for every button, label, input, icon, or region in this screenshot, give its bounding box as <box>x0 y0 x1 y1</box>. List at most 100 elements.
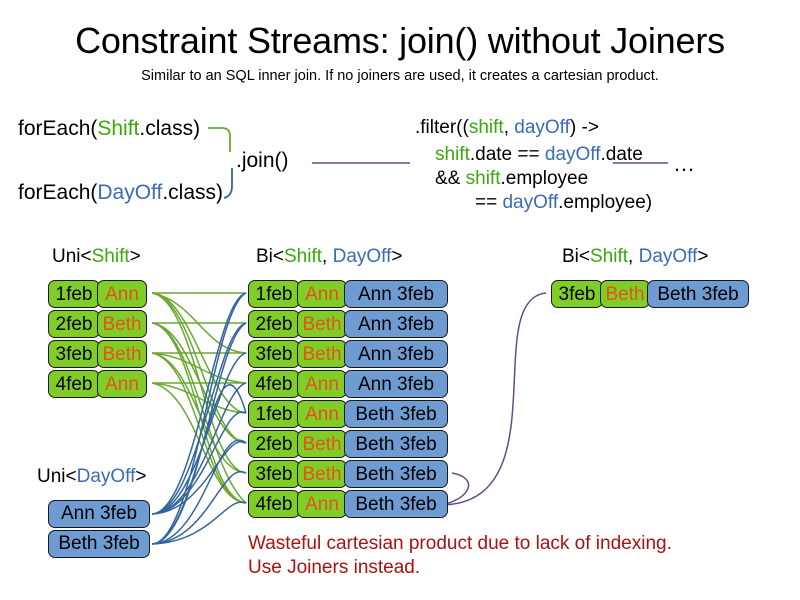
cartesian-employee-cell: Beth <box>297 340 347 368</box>
shift-employee-cell: Ann <box>97 370 147 398</box>
cartesian-date-cell: 2feb <box>248 310 300 338</box>
dayoff-row[interactable]: Beth 3feb <box>48 530 150 558</box>
shift-date-cell: 2feb <box>48 310 100 338</box>
uni-shift-type: Shift <box>91 246 130 267</box>
uni-dayoff-type: DayOff <box>76 466 136 487</box>
label-uni-shift: Uni<Shift> <box>52 246 141 268</box>
cartesian-employee-cell: Ann <box>297 490 347 518</box>
uni-shift-suffix: > <box>129 246 141 267</box>
code-foreach-dayoff: forEach(DayOff.class) <box>18 181 223 205</box>
result-date-cell: 3feb <box>551 280 603 308</box>
label-bi-right: Bi<Shift, DayOff> <box>562 246 708 268</box>
page-title: Constraint Streams: join() without Joine… <box>75 20 725 61</box>
cartesian-dayoff-cell: Ann 3feb <box>344 280 448 308</box>
bi-right-sep: , <box>628 246 639 267</box>
uni-dayoff-suffix: > <box>135 466 147 487</box>
code-filter-line4: == dayOff.employee) <box>475 192 652 214</box>
shift-employee-cell: Beth <box>97 310 147 338</box>
warning-line-1: Wasteful cartesian product due to lack o… <box>248 533 672 554</box>
cartesian-date-cell: 4feb <box>248 490 300 518</box>
filter-l2-end: .date <box>600 144 643 165</box>
bi-right-suffix: > <box>697 246 709 267</box>
cartesian-employee-cell: Beth <box>297 460 347 488</box>
foreach-shift-prefix: forEach( <box>18 117 98 140</box>
shift-employee-cell: Beth <box>97 340 147 368</box>
code-foreach-shift: forEach(Shift.class) <box>18 117 200 141</box>
bi-right-type2: DayOff <box>638 246 698 267</box>
cartesian-date-cell: 4feb <box>248 370 300 398</box>
cartesian-dayoff-cell: Ann 3feb <box>344 370 448 398</box>
filter-l3-and: && <box>435 168 466 189</box>
cartesian-date-cell: 2feb <box>248 430 300 458</box>
label-bi-middle: Bi<Shift, DayOff> <box>256 246 402 268</box>
result-dayoff-cell: Beth 3feb <box>647 280 749 308</box>
bi-mid-sep: , <box>322 246 333 267</box>
foreach-shift-suffix: .class) <box>139 117 201 140</box>
cartesian-date-cell: 1feb <box>248 400 300 428</box>
filter-l2-shift: shift <box>435 144 470 165</box>
cartesian-dayoff-cell: Beth 3feb <box>344 460 448 488</box>
bi-mid-suffix: > <box>391 246 403 267</box>
filter-l3-shift: shift <box>465 168 501 189</box>
shift-employee-cell: Ann <box>97 280 147 308</box>
bi-mid-type2: DayOff <box>332 246 392 267</box>
shift-date-cell: 4feb <box>48 370 100 398</box>
uni-dayoff-prefix: Uni< <box>37 466 77 487</box>
cartesian-employee-cell: Beth <box>297 310 347 338</box>
cartesian-employee-cell: Beth <box>297 430 347 458</box>
foreach-shift-type: Shift <box>97 117 140 140</box>
filter-l2-mid: .date == <box>469 144 545 165</box>
cartesian-employee-cell: Ann <box>297 280 347 308</box>
bi-right-prefix: Bi< <box>562 246 590 267</box>
foreach-dayoff-prefix: forEach( <box>18 181 98 204</box>
page-subtitle: Similar to an SQL inner join. If no join… <box>141 68 659 84</box>
code-filter-line1: .filter((shift, dayOff) -> <box>415 117 599 139</box>
cartesian-date-cell: 1feb <box>248 280 300 308</box>
cartesian-dayoff-cell: Beth 3feb <box>344 400 448 428</box>
dayoff-row[interactable]: Ann 3feb <box>48 500 150 528</box>
code-filter-line2: shift.date == dayOff.date <box>435 144 643 166</box>
bi-right-type1: Shift <box>590 246 629 267</box>
filter-l3-end: .employee <box>500 168 589 189</box>
cartesian-dayoff-cell: Ann 3feb <box>344 340 448 368</box>
filter-l2-dayoff: dayOff <box>544 144 601 165</box>
cartesian-employee-cell: Ann <box>297 400 347 428</box>
bi-mid-prefix: Bi< <box>256 246 284 267</box>
cartesian-employee-cell: Ann <box>297 370 347 398</box>
result-employee-cell: Beth <box>600 280 650 308</box>
code-ellipsis: … <box>673 151 695 176</box>
label-uni-dayoff: Uni<DayOff> <box>37 466 147 488</box>
cartesian-dayoff-cell: Ann 3feb <box>344 310 448 338</box>
filter-open: .filter(( <box>415 117 469 138</box>
filter-arrow: ) -> <box>569 117 599 138</box>
filter-comma: , <box>503 117 515 138</box>
shift-date-cell: 1feb <box>48 280 100 308</box>
filter-l4-end: .employee) <box>558 192 653 213</box>
foreach-dayoff-type: DayOff <box>97 181 163 204</box>
uni-shift-prefix: Uni< <box>52 246 92 267</box>
filter-param-shift: shift <box>468 117 504 138</box>
dayoff-cell: Beth 3feb <box>48 530 150 558</box>
cartesian-dayoff-cell: Beth 3feb <box>344 490 448 518</box>
code-join-label: .join() <box>236 149 289 172</box>
cartesian-date-cell: 3feb <box>248 340 300 368</box>
filter-l4-eq: == <box>475 192 503 213</box>
code-filter-line3: && shift.employee <box>435 168 588 190</box>
foreach-dayoff-suffix: .class) <box>162 181 224 204</box>
cartesian-date-cell: 3feb <box>248 460 300 488</box>
bi-mid-type1: Shift <box>284 246 323 267</box>
